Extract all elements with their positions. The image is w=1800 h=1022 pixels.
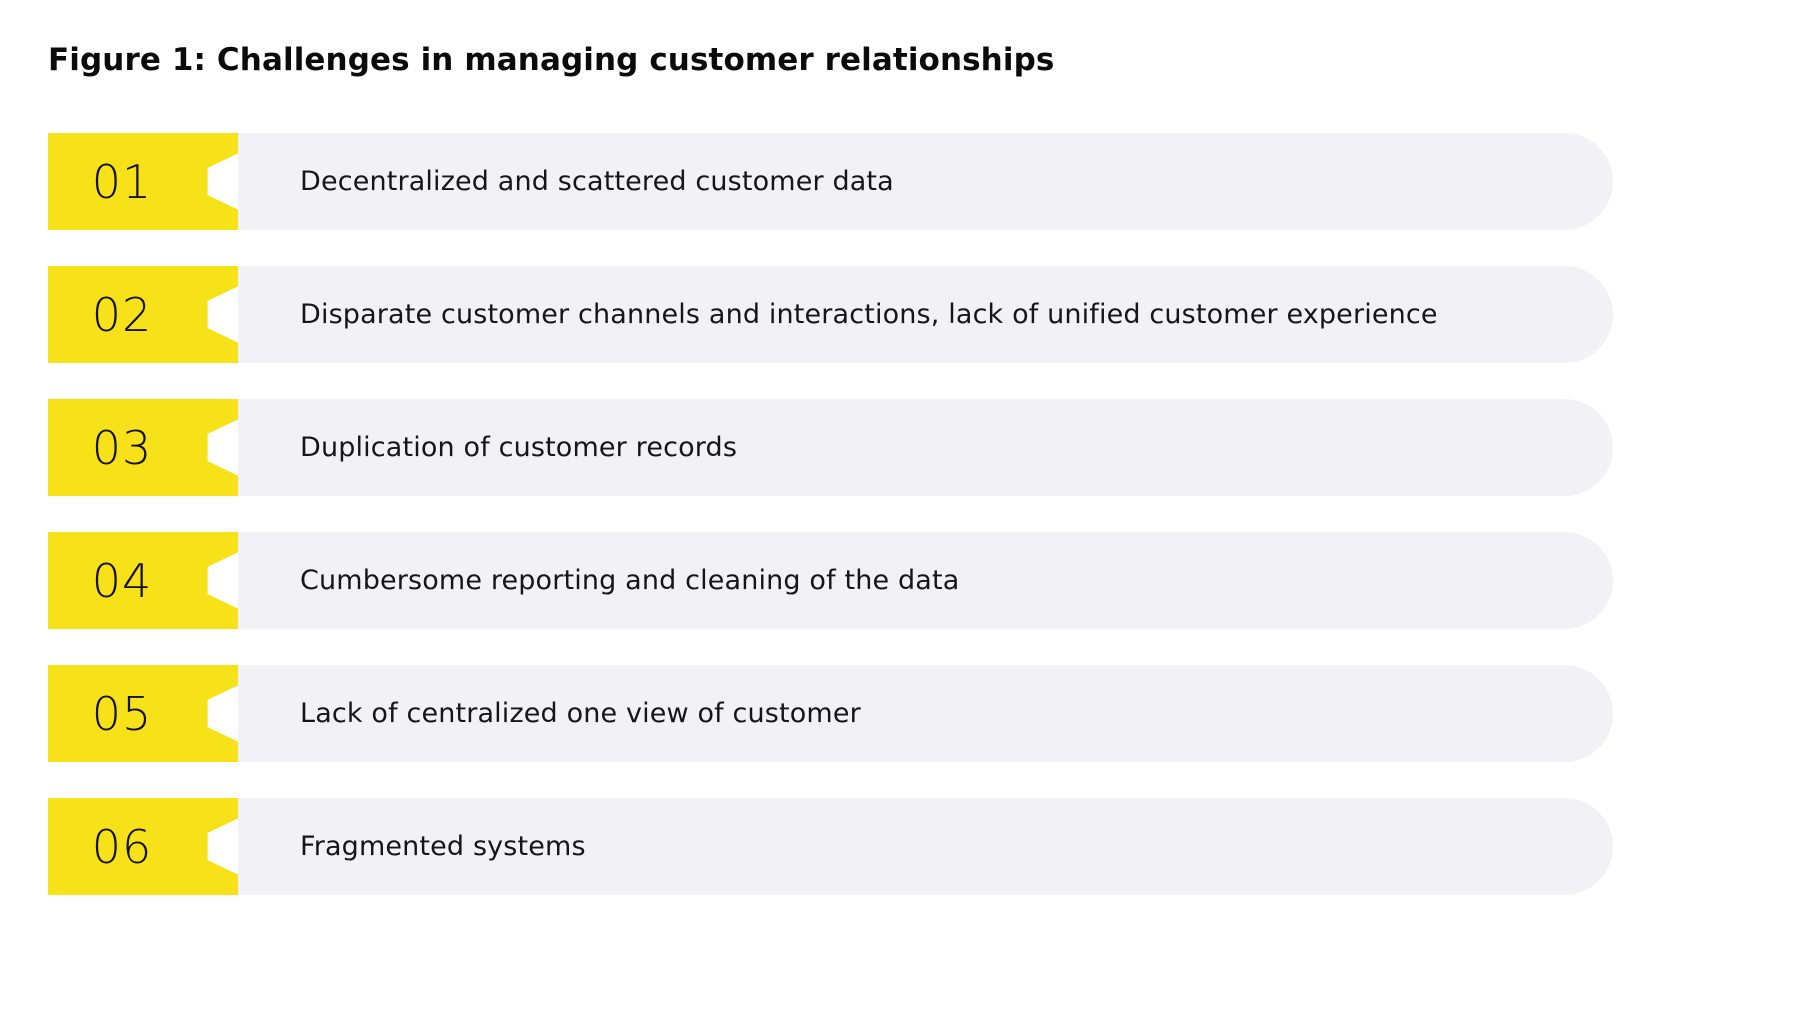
list-item-number-badge: 01 bbox=[48, 133, 238, 230]
list-item-pill bbox=[238, 532, 1613, 629]
list-item-number: 04 bbox=[91, 553, 153, 608]
list-item-number: 02 bbox=[91, 287, 153, 342]
list-item-label: Fragmented systems bbox=[300, 830, 586, 862]
figure-title: Figure 1: Challenges in managing custome… bbox=[48, 42, 1055, 78]
list-item-pill bbox=[238, 399, 1613, 496]
list-item: 05 Lack of centralized one view of custo… bbox=[0, 665, 1800, 762]
list-item-pill bbox=[238, 798, 1613, 895]
list-item-number: 03 bbox=[91, 420, 153, 475]
list-item-number-badge: 05 bbox=[48, 665, 238, 762]
list-item-number: 06 bbox=[91, 819, 153, 874]
list-item: 03 Duplication of customer records bbox=[0, 399, 1800, 496]
list-item-label: Lack of centralized one view of customer bbox=[300, 697, 861, 729]
list-item-pill bbox=[238, 266, 1613, 363]
list-item-number: 05 bbox=[91, 686, 153, 741]
list-item-pill bbox=[238, 665, 1613, 762]
list-item-label: Duplication of customer records bbox=[300, 431, 738, 463]
challenges-list: 01 Decentralized and scattered customer … bbox=[0, 133, 1800, 895]
list-item-number-badge: 02 bbox=[48, 266, 238, 363]
list-item-number-badge: 06 bbox=[48, 798, 238, 895]
list-item: 01 Decentralized and scattered customer … bbox=[0, 133, 1800, 230]
list-item-pill bbox=[238, 133, 1613, 230]
list-item: 06 Fragmented systems bbox=[0, 798, 1800, 895]
list-item-number: 01 bbox=[91, 154, 153, 209]
list-item: 04 Cumbersome reporting and cleaning of … bbox=[0, 532, 1800, 629]
list-item-label: Decentralized and scattered customer dat… bbox=[300, 165, 894, 197]
list-item-label: Cumbersome reporting and cleaning of the… bbox=[300, 564, 960, 596]
list-item-number-badge: 04 bbox=[48, 532, 238, 629]
list-item-number-badge: 03 bbox=[48, 399, 238, 496]
list-item: 02 Disparate customer channels and inter… bbox=[0, 266, 1800, 363]
list-item-label: Disparate customer channels and interact… bbox=[300, 298, 1438, 330]
